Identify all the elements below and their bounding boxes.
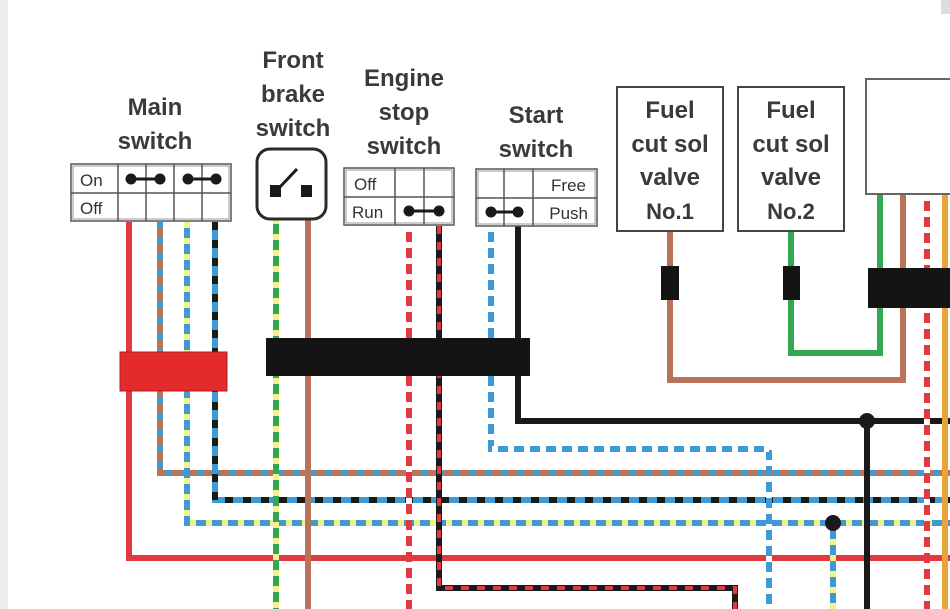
engine-stop-switch-table: Off Run xyxy=(343,167,455,226)
start-switch-label: Start switch xyxy=(476,99,596,167)
wire-start-black xyxy=(515,226,950,424)
wire-main-blue-yellow xyxy=(184,222,950,526)
main-switch-row-on: On xyxy=(80,171,103,190)
connector-valve1 xyxy=(661,266,679,300)
front-brake-label-line2: brake xyxy=(260,81,326,108)
wire-main-blue-black xyxy=(212,222,950,503)
valve2-line4: No.2 xyxy=(767,198,815,224)
wire-main-red xyxy=(126,222,950,561)
front-brake-switch-label: Front brake switch xyxy=(238,44,348,146)
start-switch-label-line1: Start xyxy=(508,102,564,129)
valve1-line1: Fuel xyxy=(645,97,695,124)
page-edge xyxy=(0,0,8,609)
valve2-line1: Fuel xyxy=(766,97,816,124)
engine-stop-switch-label: Engine stop switch xyxy=(340,62,468,164)
wire-start-blue-white xyxy=(488,226,772,609)
fuel-cut-valve-2-label: Fuel cut sol valve No.2 xyxy=(738,94,844,228)
main-switch-label: Main switch xyxy=(95,91,215,159)
connector-valve2 xyxy=(783,266,800,300)
valve1-line4: No.1 xyxy=(646,198,694,224)
valve2-line3: valve xyxy=(760,164,822,191)
connector-black-main xyxy=(266,338,530,376)
main-switch-row-off: Off xyxy=(80,199,103,218)
engine-stop-label-line3: switch xyxy=(366,133,442,160)
main-switch-label-line2: switch xyxy=(117,128,193,155)
front-brake-label-line3: switch xyxy=(255,115,331,142)
engine-stop-row-off: Off xyxy=(354,175,377,194)
front-brake-label-line1: Front xyxy=(262,47,324,74)
main-switch-table: On Off xyxy=(70,163,232,222)
valve2-line2: cut sol xyxy=(752,130,830,158)
start-switch-row-push: Push xyxy=(549,204,588,223)
start-switch-row-free: Free xyxy=(551,176,586,195)
valve1-line2: cut sol xyxy=(631,130,709,158)
main-switch-label-line1: Main xyxy=(127,94,183,121)
junction-dot-blue xyxy=(825,515,841,531)
engine-stop-label-line1: Engine xyxy=(363,65,444,92)
wires xyxy=(126,195,950,609)
engine-stop-row-run: Run xyxy=(352,203,383,222)
fuel-cut-valve-1-box xyxy=(616,86,724,232)
engine-stop-label-line2: stop xyxy=(378,99,430,126)
front-brake-switch-symbol xyxy=(255,147,328,221)
fuel-cut-valve-1-label: Fuel cut sol valve No.1 xyxy=(617,94,723,228)
start-switch-label-line2: switch xyxy=(498,136,574,163)
start-switch-table: Free Push xyxy=(475,168,598,227)
connector-red xyxy=(119,351,228,392)
right-component-box xyxy=(865,78,950,195)
junction-dot-black xyxy=(859,413,875,429)
wire-main-brown-blue xyxy=(157,222,950,476)
fuel-cut-valve-2-box xyxy=(737,86,845,232)
connector-right xyxy=(868,268,950,308)
wire-engine-stop-red-black xyxy=(436,226,738,609)
top-right-edge-tab xyxy=(941,0,950,14)
valve1-line3: valve xyxy=(639,164,701,191)
